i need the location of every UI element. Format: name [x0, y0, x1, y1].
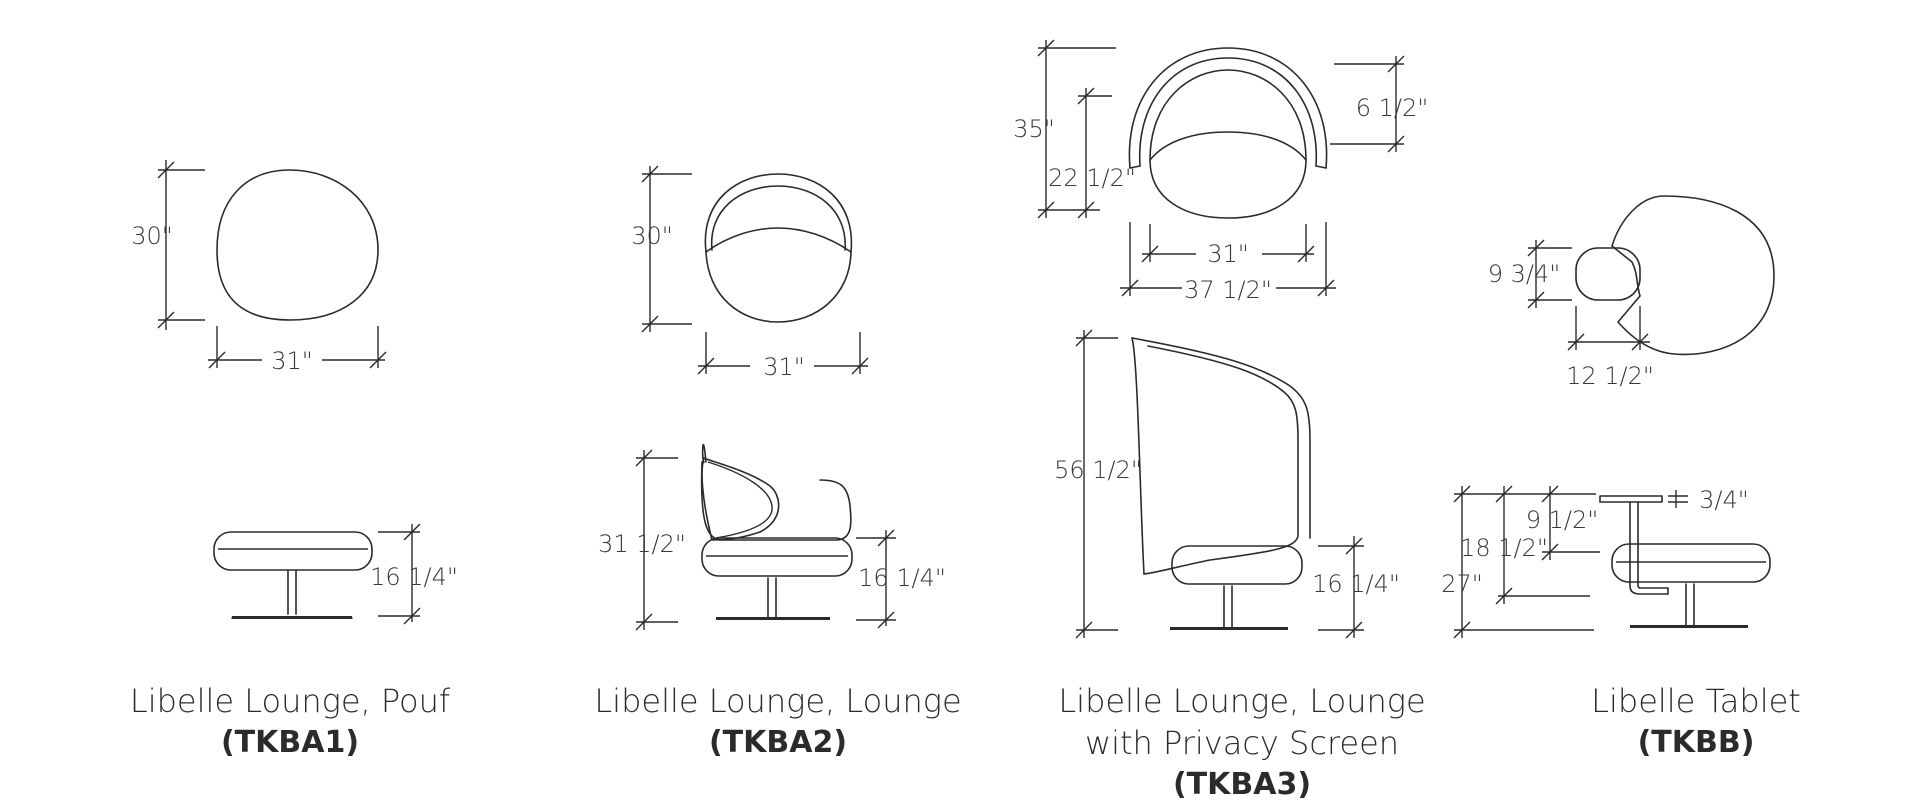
lounge-plan-depth-label: 30": [631, 222, 673, 250]
caption-tablet: Libelle Tablet (TKBB): [1466, 680, 1920, 764]
product-name: Libelle Lounge, Lounge: [594, 682, 962, 720]
privacy-plan-seat-depth-label: 22 1/2": [1048, 164, 1136, 192]
privacy-plan-seat-depth-dimension: 22 1/2": [1048, 87, 1136, 219]
privacy-side-height-label: 56 1/2": [1054, 456, 1142, 484]
tablet-plan-depth-label: 9 3/4": [1488, 260, 1561, 288]
privacy-side-height-dimension: 56 1/2": [1054, 329, 1142, 639]
pouf-side-height-dimension: 16 1/4": [370, 523, 458, 625]
tablet-thickness-label: 3/4": [1699, 486, 1749, 514]
tablet-arm-height-label: 18 1/2": [1460, 534, 1548, 562]
privacy-screen-thickness-dimension: 6 1/2": [1330, 55, 1429, 153]
pouf-side-height-label: 16 1/4": [370, 563, 458, 591]
tablet-plan-width-label: 12 1/2": [1566, 362, 1654, 390]
caption-privacy: Libelle Lounge, Lounge with Privacy Scre…: [1012, 680, 1472, 806]
privacy-side-seat-label: 16 1/4": [1312, 570, 1400, 598]
tablet-plan-view: [1575, 195, 1775, 356]
product-code: (TKBA1): [220, 725, 360, 760]
lounge-side-back-label: 31 1/2": [598, 530, 686, 558]
privacy-seat-width-dimension: 31": [1141, 224, 1315, 268]
product-name-line-2: with Privacy Screen: [1084, 724, 1400, 762]
product-code: (TKBB): [1637, 725, 1755, 760]
tablet-side-view: [1599, 495, 1771, 628]
privacy-plan-overall-depth-dimension: 35": [1013, 39, 1116, 219]
tablet-offset-label: 9 1/2": [1526, 506, 1599, 534]
lounge-plan-view: [704, 173, 853, 323]
lounge-side-seat-dimension: 16 1/4": [856, 529, 946, 629]
product-name: Libelle Tablet: [1591, 682, 1801, 720]
lounge-side-back-dimension: 31 1/2": [598, 449, 686, 631]
product-code: (TKBA3): [1172, 767, 1312, 802]
tablet-thickness-dimension: 3/4": [1668, 486, 1749, 514]
lounge-plan-width-label: 31": [763, 353, 805, 381]
product-code: (TKBA2): [708, 725, 848, 760]
privacy-screen-thickness-label: 6 1/2": [1356, 94, 1429, 122]
lounge-side-seat-label: 16 1/4": [858, 564, 946, 592]
pouf-plan-depth-label: 30": [131, 222, 173, 250]
privacy-plan-overall-depth-label: 35": [1013, 115, 1055, 143]
lounge-side-view: [700, 443, 853, 620]
lounge-plan-width-dimension: 31": [697, 332, 869, 381]
caption-lounge: Libelle Lounge, Lounge (TKBA2): [548, 680, 1008, 764]
privacy-seat-width-label: 31": [1207, 240, 1249, 268]
pouf-plan-width-dimension: 31": [208, 326, 387, 375]
pouf-side-view: [213, 531, 373, 619]
privacy-side-view: [1131, 337, 1311, 630]
privacy-overall-width-label: 37 1/2": [1184, 276, 1272, 304]
tablet-height-dimension: 27": [1441, 485, 1596, 639]
tablet-plan-width-dimension: 12 1/2": [1566, 306, 1654, 390]
pouf-plan-depth-dimension: 30": [131, 160, 205, 330]
product-name: Libelle Lounge, Lounge: [1058, 682, 1426, 720]
tablet-arm-height-dimension: 18 1/2": [1460, 485, 1590, 605]
privacy-side-seat-dimension: 16 1/4": [1312, 536, 1400, 639]
tablet-offset-dimension: 9 1/2": [1526, 485, 1600, 561]
lounge-plan-depth-dimension: 30": [631, 165, 692, 333]
tablet-height-label: 27": [1441, 570, 1483, 598]
privacy-overall-width-dimension: 37 1/2": [1120, 222, 1336, 304]
pouf-plan-view: [216, 169, 379, 321]
tablet-plan-depth-dimension: 9 3/4": [1488, 239, 1572, 309]
privacy-plan-view: [1128, 47, 1328, 219]
pouf-plan-width-label: 31": [271, 347, 313, 375]
caption-pouf: Libelle Lounge, Pouf (TKBA1): [60, 680, 520, 764]
product-name: Libelle Lounge, Pouf: [129, 682, 451, 720]
